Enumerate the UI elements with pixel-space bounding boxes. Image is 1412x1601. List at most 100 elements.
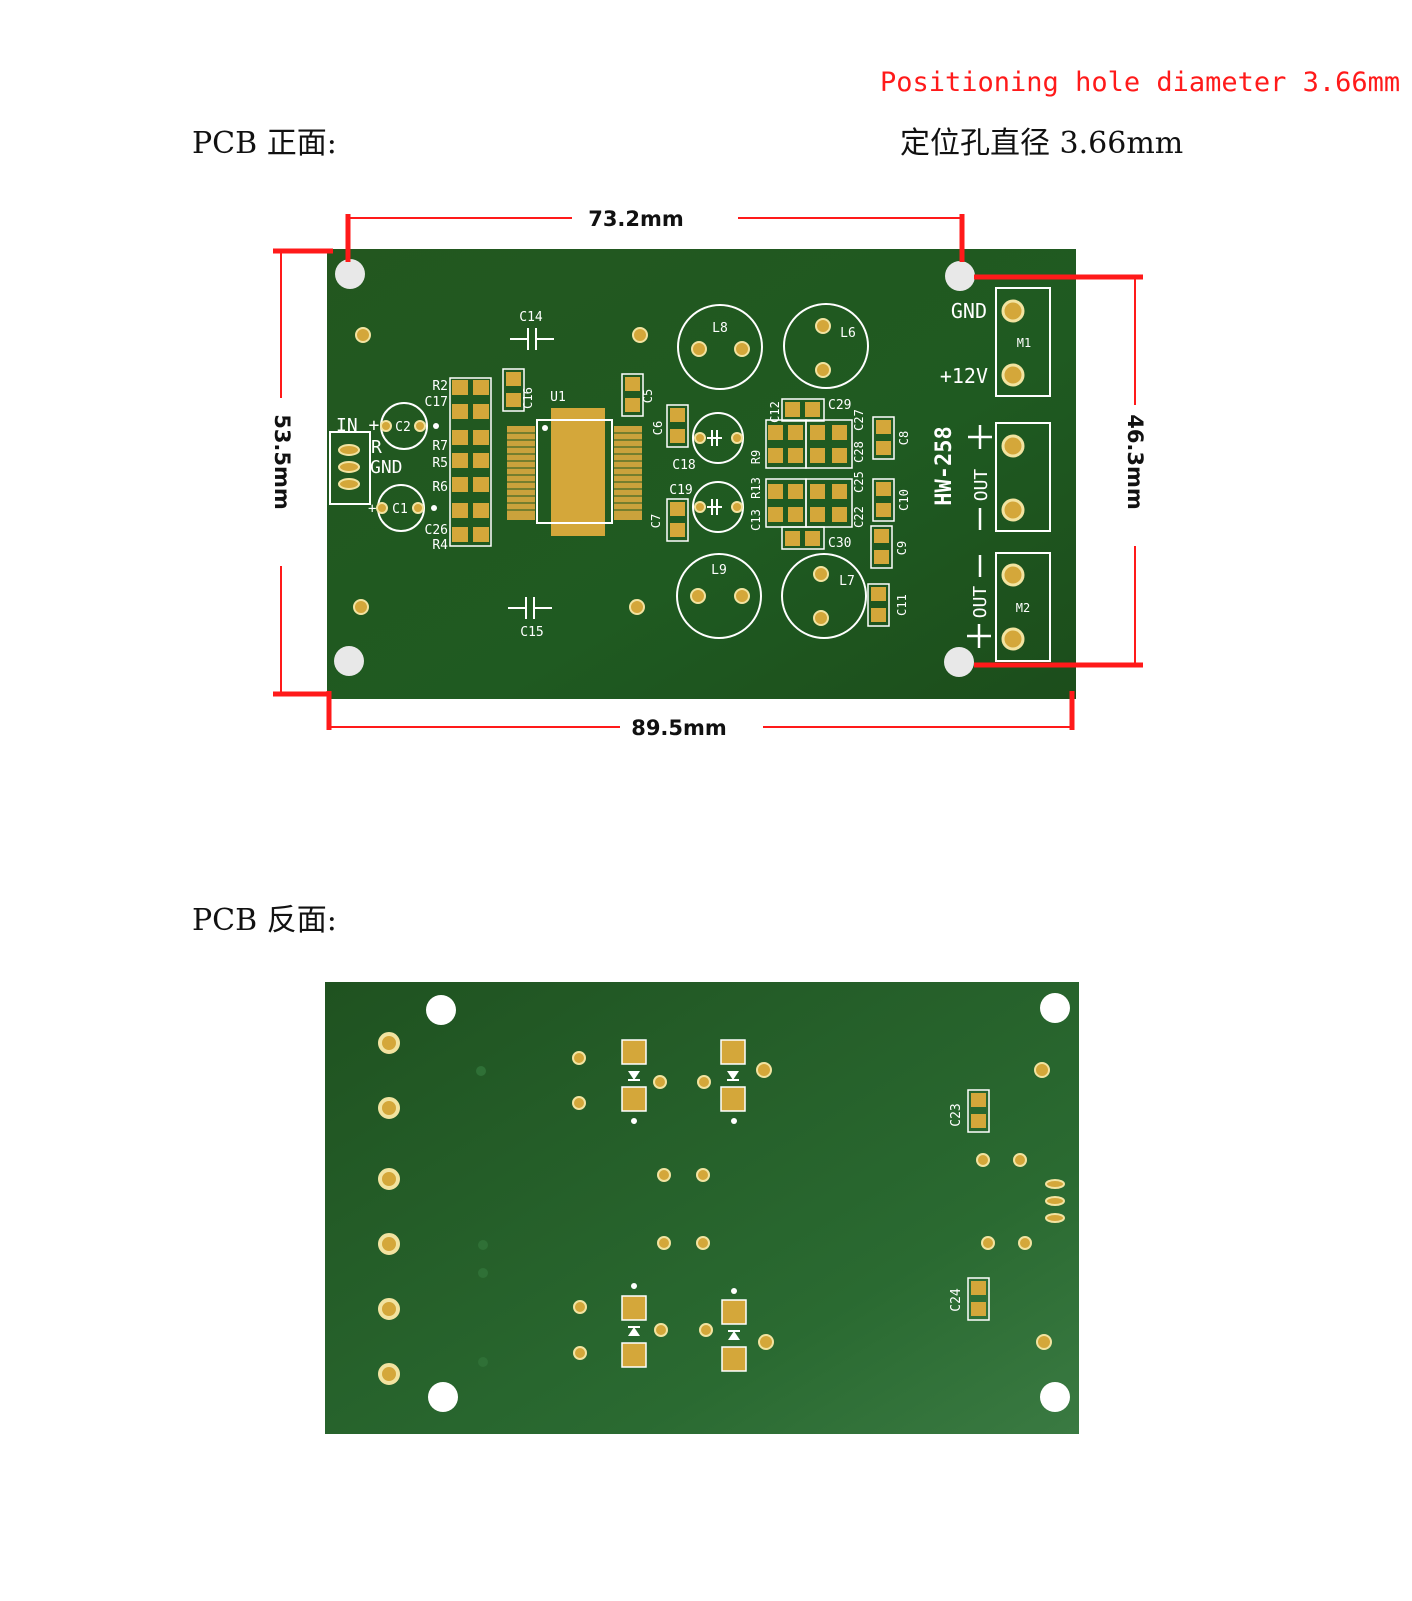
label-in-gnd: GND <box>370 457 403 478</box>
smd-c7 <box>666 498 689 542</box>
label-c26: C26 <box>425 523 448 538</box>
label-12v: +12V <box>940 364 988 388</box>
front-section-title: PCB 正面: <box>192 126 337 161</box>
label-c1: C1 <box>392 502 408 517</box>
board-name: HW-258 <box>932 426 957 505</box>
label-l8: L8 <box>712 321 728 336</box>
label-c29: C29 <box>828 398 851 413</box>
diode <box>621 1039 647 1124</box>
smd-c24 <box>967 1277 990 1321</box>
inductor-l6 <box>783 303 869 389</box>
smd-c5 <box>621 373 644 417</box>
mounting-hole <box>428 1382 458 1412</box>
label-l7: L7 <box>839 574 855 589</box>
diode <box>621 1283 647 1368</box>
label-l9: L9 <box>711 563 727 578</box>
label-out-bottom: OUT <box>970 586 991 619</box>
label-c11: C11 <box>895 594 909 616</box>
chip-u1 <box>507 408 642 536</box>
label-r9: R9 <box>749 450 763 464</box>
terminal-m2 <box>995 552 1051 662</box>
hole-diameter-note-cn: 定位孔直径 3.66mm <box>900 126 1184 161</box>
label-c28: C28 <box>852 441 866 463</box>
mounting-hole <box>334 646 364 676</box>
label-c7: C7 <box>649 514 663 528</box>
label-in-r: R <box>371 437 382 458</box>
label-c18: C18 <box>672 458 695 473</box>
label-c10: C10 <box>897 489 911 511</box>
mounting-hole <box>944 647 974 677</box>
label-c17: C17 <box>425 395 448 410</box>
label-c2: C2 <box>395 420 411 435</box>
dimension-annotations: 73.2mm 89.5mm 53.5mm 46.3mm <box>270 207 1147 740</box>
label-gnd: GND <box>951 299 987 323</box>
diode <box>720 1039 746 1124</box>
via <box>353 599 369 615</box>
label-c8: C8 <box>897 431 911 445</box>
back-board <box>325 982 1079 1434</box>
smd-c6 <box>666 404 689 448</box>
label-m2: M2 <box>1016 601 1030 615</box>
smd-c23 <box>967 1089 990 1133</box>
label-c22: C22 <box>852 506 866 528</box>
label-c24: C24 <box>949 1288 964 1312</box>
dim-top: 73.2mm <box>588 207 684 231</box>
label-c6: C6 <box>651 421 665 435</box>
label-c23: C23 <box>949 1103 964 1126</box>
via <box>355 327 371 343</box>
mounting-hole <box>1040 1382 1070 1412</box>
label-out-top: OUT <box>971 469 992 502</box>
input-connector <box>329 431 371 505</box>
back-section-title: PCB 反面: <box>192 903 337 938</box>
inductor-l8 <box>677 304 763 390</box>
dim-left: 53.5mm <box>270 414 294 510</box>
capacitor-symbol-c14 <box>510 328 554 350</box>
label-r4: R4 <box>432 538 448 553</box>
inductor-l9 <box>676 553 762 639</box>
mounting-hole <box>945 261 975 291</box>
label-c27: C27 <box>852 409 866 431</box>
label-in-plus: IN + <box>336 415 380 436</box>
smd-right-column <box>867 416 895 627</box>
via <box>632 327 648 343</box>
label-c16: C16 <box>521 387 535 409</box>
label-r6: R6 <box>432 480 448 495</box>
dim-bottom: 89.5mm <box>631 716 727 740</box>
hole-diameter-note-en: Positioning hole diameter 3.66mm <box>880 67 1401 98</box>
label-c15: C15 <box>520 625 543 640</box>
label-c14: C14 <box>519 310 543 325</box>
resistor-array <box>449 377 492 547</box>
label-r2: R2 <box>432 379 448 394</box>
dim-right: 46.3mm <box>1123 414 1147 510</box>
label-u1: U1 <box>550 390 566 405</box>
terminal-out <box>995 422 1051 532</box>
diode <box>721 1288 747 1372</box>
mounting-hole <box>426 995 456 1025</box>
inductor-l7 <box>781 553 867 639</box>
label-c19: C19 <box>669 483 692 498</box>
label-c30: C30 <box>828 536 851 551</box>
capacitor-matrix <box>765 398 853 550</box>
label-c25: C25 <box>852 471 866 493</box>
mounting-hole <box>335 259 365 289</box>
plus-mark <box>968 425 992 449</box>
pcb-front: C14 C15 C16 C5 <box>327 249 1076 699</box>
label-r5: R5 <box>432 456 448 471</box>
capacitor-symbol-c15 <box>508 597 552 619</box>
pcb-back: C23 C24 <box>325 982 1079 1434</box>
front-board <box>327 249 1076 699</box>
label-r7: R7 <box>432 439 448 454</box>
plus-mark <box>967 624 991 648</box>
label-m1: M1 <box>1017 336 1031 350</box>
label-c13: C13 <box>749 509 763 531</box>
label-c9: C9 <box>895 541 909 555</box>
label-l6: L6 <box>840 326 856 341</box>
label-r13: R13 <box>749 477 763 499</box>
mounting-hole <box>1040 993 1070 1023</box>
via <box>629 599 645 615</box>
c1-plus-mark: + <box>368 501 376 517</box>
smd-c16 <box>502 368 525 412</box>
label-c5: C5 <box>641 389 655 403</box>
terminal-m1 <box>995 287 1051 397</box>
